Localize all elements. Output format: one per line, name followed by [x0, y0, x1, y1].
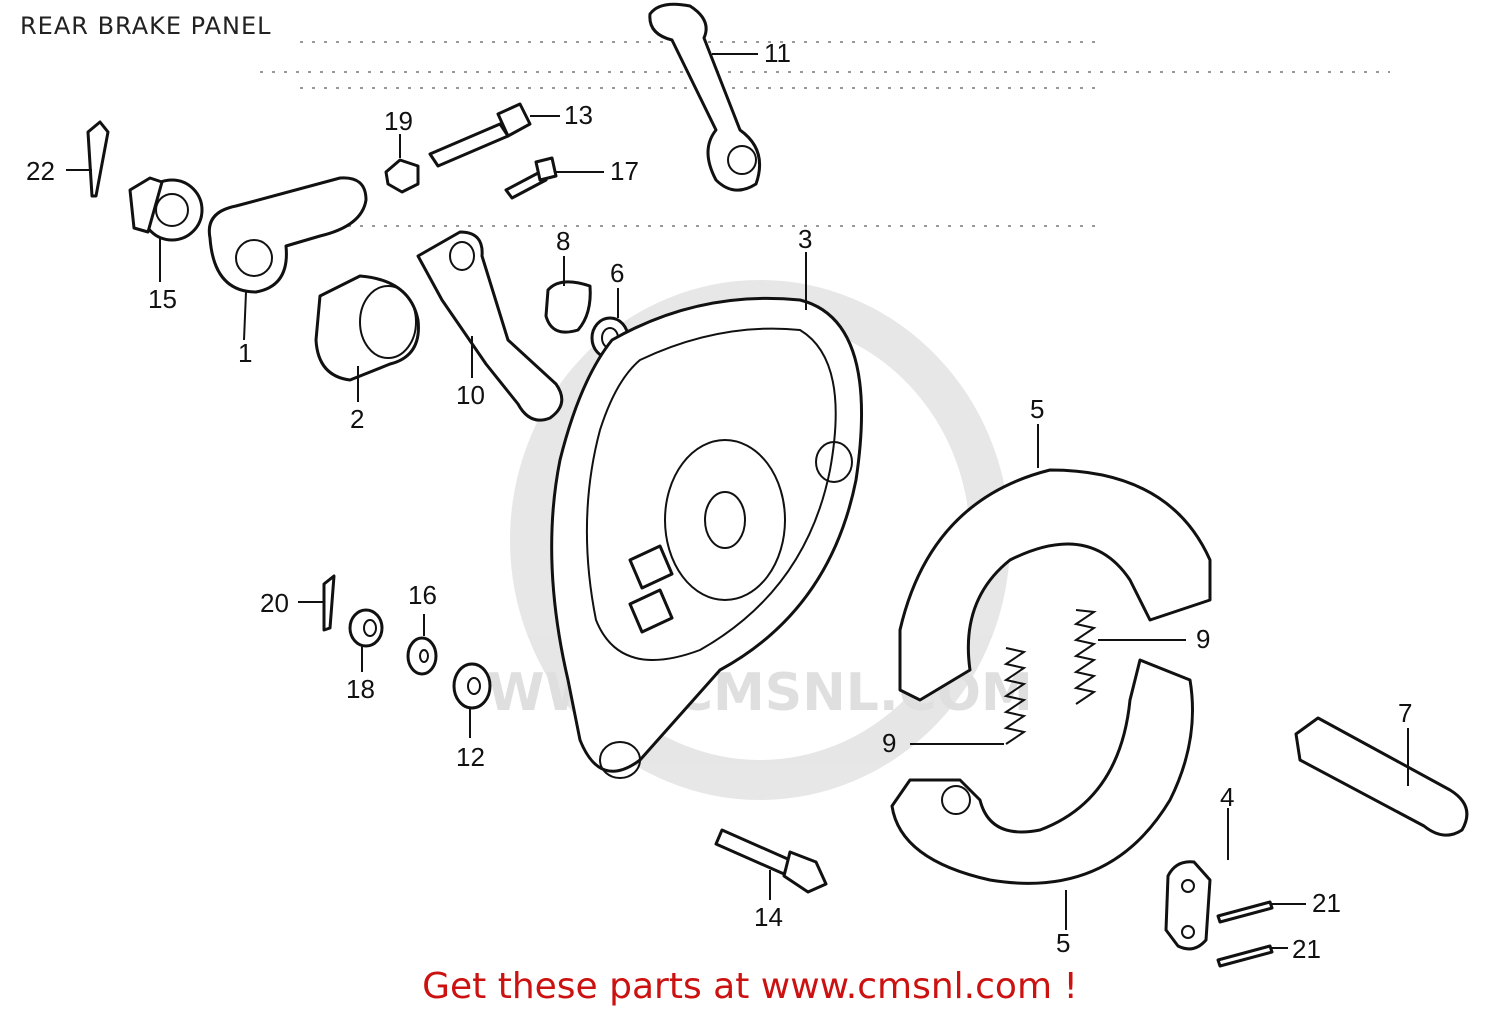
part-9-spring-upper [1073, 609, 1186, 705]
part-11-brake-rod [648, 2, 762, 192]
part-4-plate [1164, 808, 1229, 951]
callout-10: 10 [456, 380, 485, 410]
part-20-cotter-pin [298, 574, 336, 632]
callout-17: 17 [610, 156, 639, 186]
callout-13: 13 [564, 100, 593, 130]
callout-11: 11 [764, 38, 791, 68]
part-8-clip [544, 256, 592, 334]
part-1-brake-arm [207, 176, 368, 341]
callout-5-upper: 5 [1030, 394, 1044, 424]
callout-19: 19 [384, 106, 413, 136]
callout-14: 14 [754, 902, 783, 932]
part-22-cotter-pin [66, 120, 110, 198]
header-dots [260, 41, 1390, 227]
callout-9-lower: 9 [882, 728, 896, 758]
part-18-washer [348, 608, 384, 672]
callout-8: 8 [556, 226, 570, 256]
callout-21-upper: 21 [1312, 888, 1341, 918]
callout-18: 18 [346, 674, 375, 704]
callout-2: 2 [350, 404, 364, 434]
callout-16: 16 [408, 580, 437, 610]
part-13-bolt [428, 102, 560, 168]
callout-15: 15 [148, 284, 177, 314]
callout-1: 1 [238, 338, 252, 368]
callout-labels: 22 15 1 2 19 13 17 11 8 6 3 10 5 9 9 7 4… [26, 38, 1412, 964]
callout-21-lower: 21 [1292, 934, 1321, 964]
callout-4: 4 [1220, 782, 1234, 812]
part-17-pin [504, 156, 604, 200]
part-2-collar [314, 274, 420, 402]
part-9-spring-lower [910, 647, 1027, 745]
part-7-brake-cam [1294, 716, 1469, 837]
part-15-castle-nut [128, 176, 204, 282]
part-21-pin-upper [1216, 900, 1306, 924]
part-12-nut [452, 662, 492, 738]
page-title: REAR BRAKE PANEL [20, 12, 272, 40]
callout-9-upper: 9 [1196, 624, 1210, 654]
callout-20: 20 [260, 588, 289, 618]
cta-link[interactable]: Get these parts at www.cmsnl.com ! [422, 966, 1078, 1007]
callout-6: 6 [610, 258, 624, 288]
part-5-brake-shoe-lower [890, 658, 1194, 930]
callout-3: 3 [798, 224, 812, 254]
part-19-nut [384, 134, 420, 194]
part-14-bolt [714, 828, 828, 900]
part-16-washer [406, 614, 438, 676]
callout-7: 7 [1398, 698, 1412, 728]
part-21-pin-lower [1216, 944, 1288, 968]
part-3-brake-panel [550, 252, 863, 779]
callout-12: 12 [456, 742, 485, 772]
callout-22: 22 [26, 156, 55, 186]
part-5-brake-shoe-upper [898, 424, 1212, 702]
part-10-brake-arm [416, 230, 564, 422]
callout-5-lower: 5 [1056, 928, 1070, 958]
